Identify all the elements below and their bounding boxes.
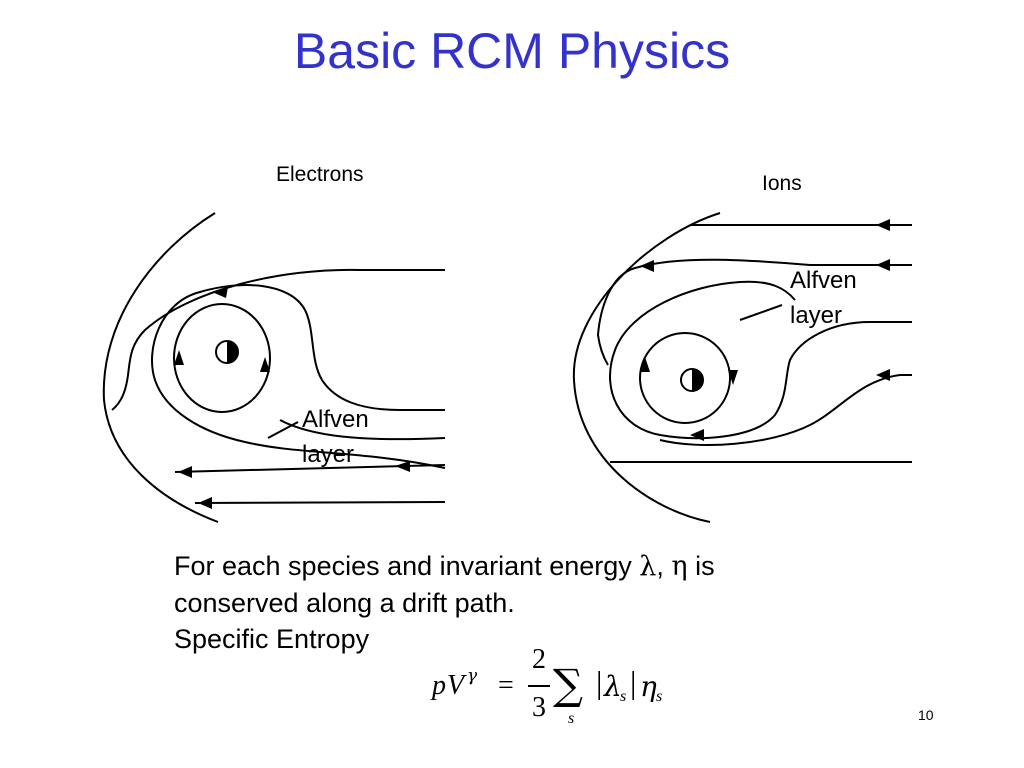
body-line-3: Specific Entropy [174,624,370,654]
arrow-upper [876,259,890,271]
alfven-layer-curve [609,280,912,440]
formula-sum-index: s [568,710,575,727]
formula-numerator: 2 [532,644,546,675]
arrow-lower-right [395,461,410,472]
fraction-bar [528,685,550,687]
arrow-bottom-2 [198,497,212,509]
arrow-top [212,287,228,298]
formula-eta-sub: s [656,688,663,705]
arrow-left [174,350,184,365]
formula-abs-left: | [596,664,603,700]
body-line-1-text: For each species and invariant energy [174,551,640,581]
body-line-1: For each species and invariant energy λ,… [174,548,894,585]
magnetopause-curve [572,212,721,523]
arrow-bottom-1 [178,466,192,478]
ions-alfven-label-line2: layer [790,302,842,329]
electrons-alfven-label-line1: Alfven [302,406,369,433]
formula-equals: = [498,670,514,701]
entropy-formula: p V γ = 2 3 ∑ s | λ s | η s [432,640,692,740]
plasma-sheet-boundary [111,268,445,411]
ions-diagram: Alfven layer [572,212,912,523]
arrow-left [640,357,650,372]
eta-symbol: η [671,551,688,582]
formula-lambda: λ [604,670,622,703]
arrow-lower-right [876,369,890,381]
earth-symbol [215,340,239,364]
inner-drift-loop [173,303,271,413]
formula-denominator: 3 [532,692,546,723]
bottom-drift-line-2 [194,501,446,504]
electrons-label: Electrons [276,163,364,186]
arrow-right [260,357,270,372]
slide-title: Basic RCM Physics [293,23,731,79]
ions-label: Ions [762,172,802,195]
formula-abs-right: | [630,664,637,700]
formula-lambda-sub: s [620,688,627,705]
formula-eta: η [640,670,657,703]
page-number: 10 [918,707,934,723]
magnetopause-curve [102,212,219,523]
ions-alfven-label-line1: Alfven [790,267,857,294]
formula-p: p [432,670,446,701]
plasma-sheet-boundary [596,258,912,366]
electrons-alfven-label-line2: layer [302,441,354,468]
arrow-right [728,370,738,385]
body-line-2: conserved along a drift path. [174,588,515,618]
arrow-alfven-top [640,260,654,272]
formula-gamma: γ [467,666,478,686]
lambda-symbol: λ [639,551,657,582]
earth-symbol [680,368,704,392]
inner-drift-loop [639,332,731,424]
body-text: For each species and invariant energy λ,… [174,548,894,657]
electrons-diagram: Alfven layer [102,212,446,523]
arrow-top [876,219,890,231]
lower-drift-line [659,374,912,446]
arrow-lower [690,429,704,441]
formula-V: V [447,670,465,701]
comma-text: , [656,551,672,581]
alfven-layer-curve [151,284,446,469]
formula-sum: ∑ [553,660,583,709]
body-line-1-end: is [687,551,715,581]
